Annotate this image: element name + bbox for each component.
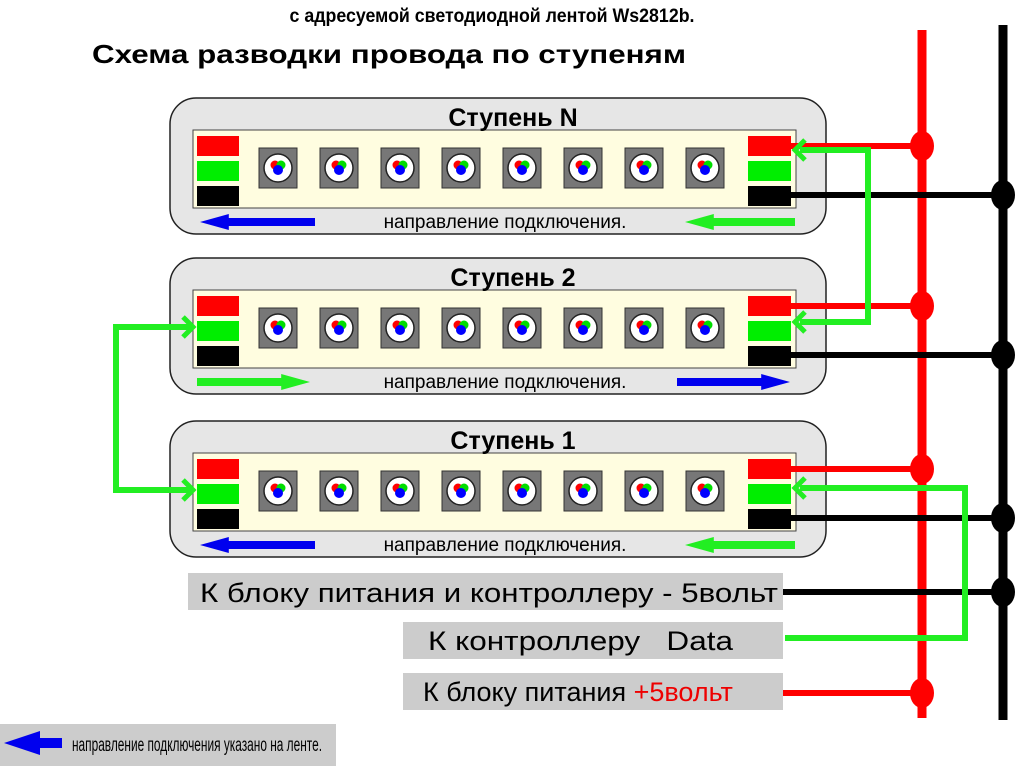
- led-icon: [319, 470, 359, 512]
- blue-arrow-right-icon: [677, 374, 790, 390]
- data-label-box: [403, 622, 783, 659]
- led-icon: [624, 147, 664, 189]
- ground-junction-dot: [991, 340, 1015, 370]
- right-green-pad: [748, 321, 791, 341]
- strip-title: Ступень 2: [450, 264, 575, 292]
- led-icon: [380, 307, 420, 349]
- left-black-pad: [197, 346, 239, 366]
- green-arrowhead-icon: [791, 476, 807, 500]
- led-icon: [380, 470, 420, 512]
- power-junction-dot: [910, 291, 934, 321]
- led-icon: [441, 147, 481, 189]
- led-icon: [502, 470, 542, 512]
- right-green-pad: [748, 484, 791, 504]
- led-icon: [319, 147, 359, 189]
- led-icon: [441, 470, 481, 512]
- data-feed-wire: [785, 485, 968, 641]
- ground-junction-dot: [991, 180, 1015, 210]
- led-icon: [685, 147, 725, 189]
- green-arrow-left-icon: [685, 214, 795, 230]
- left-green-pad: [197, 321, 239, 341]
- power-label-value: +5вольт: [634, 677, 733, 707]
- ground-junction-dot: [991, 577, 1015, 607]
- right-black-pad: [748, 346, 791, 366]
- strip-n: Ступень N направление подключения.: [169, 97, 827, 235]
- led-icon: [502, 307, 542, 349]
- direction-label: направление подключения.: [384, 212, 627, 233]
- green-arrowhead-icon: [181, 478, 197, 502]
- green-arrowhead-icon: [791, 310, 807, 334]
- data-wire-1-to-2: [113, 324, 193, 493]
- right-black-pad: [748, 509, 791, 529]
- right-red-pad: [748, 136, 791, 156]
- led-icon: [563, 147, 603, 189]
- right-red-pad: [748, 296, 791, 316]
- direction-label: направление подключения.: [384, 372, 627, 393]
- blue-arrow-left-icon: [200, 214, 315, 230]
- left-black-pad: [197, 509, 239, 529]
- legend-text: направление подключения указано на ленте…: [72, 735, 322, 756]
- led-icon: [685, 470, 725, 512]
- strip-1: Ступень 1 направление подключения.: [169, 420, 827, 558]
- left-red-pad: [197, 459, 239, 479]
- left-red-pad: [197, 136, 239, 156]
- blue-arrow-left-icon: [4, 731, 62, 755]
- power-label: К блоку питания +5вольт: [423, 677, 733, 707]
- strip-title: Ступень N: [448, 104, 577, 132]
- left-red-pad: [197, 296, 239, 316]
- strip-title: Ступень 1: [450, 427, 575, 455]
- led-icon: [563, 470, 603, 512]
- strip-2: Ступень 2 направление подключения.: [169, 257, 827, 395]
- green-arrowhead-icon: [791, 138, 807, 162]
- green-arrow-left-icon: [685, 537, 795, 553]
- right-green-pad: [748, 161, 791, 181]
- led-icon: [258, 307, 298, 349]
- left-green-pad: [197, 161, 239, 181]
- right-red-pad: [748, 459, 791, 479]
- data-label: К контроллеру Data: [428, 626, 734, 656]
- diagram-title: Схема разводки провода по ступеням: [92, 39, 686, 69]
- green-arrow-right-icon: [197, 374, 310, 390]
- diagram-subtitle: с адресуемой светодиодной лентой Ws2812b…: [290, 6, 695, 27]
- led-icon: [685, 307, 725, 349]
- ground-label: К блоку питания и контроллеру - 5вольт: [200, 578, 778, 608]
- ground-label-box: [188, 573, 783, 610]
- direction-label: направление подключения.: [384, 535, 627, 556]
- led-icon: [502, 147, 542, 189]
- led-icon: [258, 147, 298, 189]
- led-icon: [380, 147, 420, 189]
- power-label-prefix: К блоку питания: [423, 677, 634, 707]
- green-arrowhead-icon: [181, 315, 197, 339]
- left-black-pad: [197, 186, 239, 206]
- led-icon: [319, 307, 359, 349]
- blue-arrow-left-icon: [200, 537, 315, 553]
- power-label-box: [403, 673, 783, 710]
- power-junction-dot: [910, 678, 934, 708]
- power-junction-dot: [910, 454, 934, 484]
- power-junction-dot: [910, 131, 934, 161]
- data-wire-2-to-n: [800, 147, 871, 325]
- ground-junction-dot: [991, 503, 1015, 533]
- led-icon: [624, 307, 664, 349]
- led-icon: [624, 470, 664, 512]
- led-icon: [258, 470, 298, 512]
- right-black-pad: [748, 186, 791, 206]
- led-icon: [563, 307, 603, 349]
- left-green-pad: [197, 484, 239, 504]
- led-icon: [441, 307, 481, 349]
